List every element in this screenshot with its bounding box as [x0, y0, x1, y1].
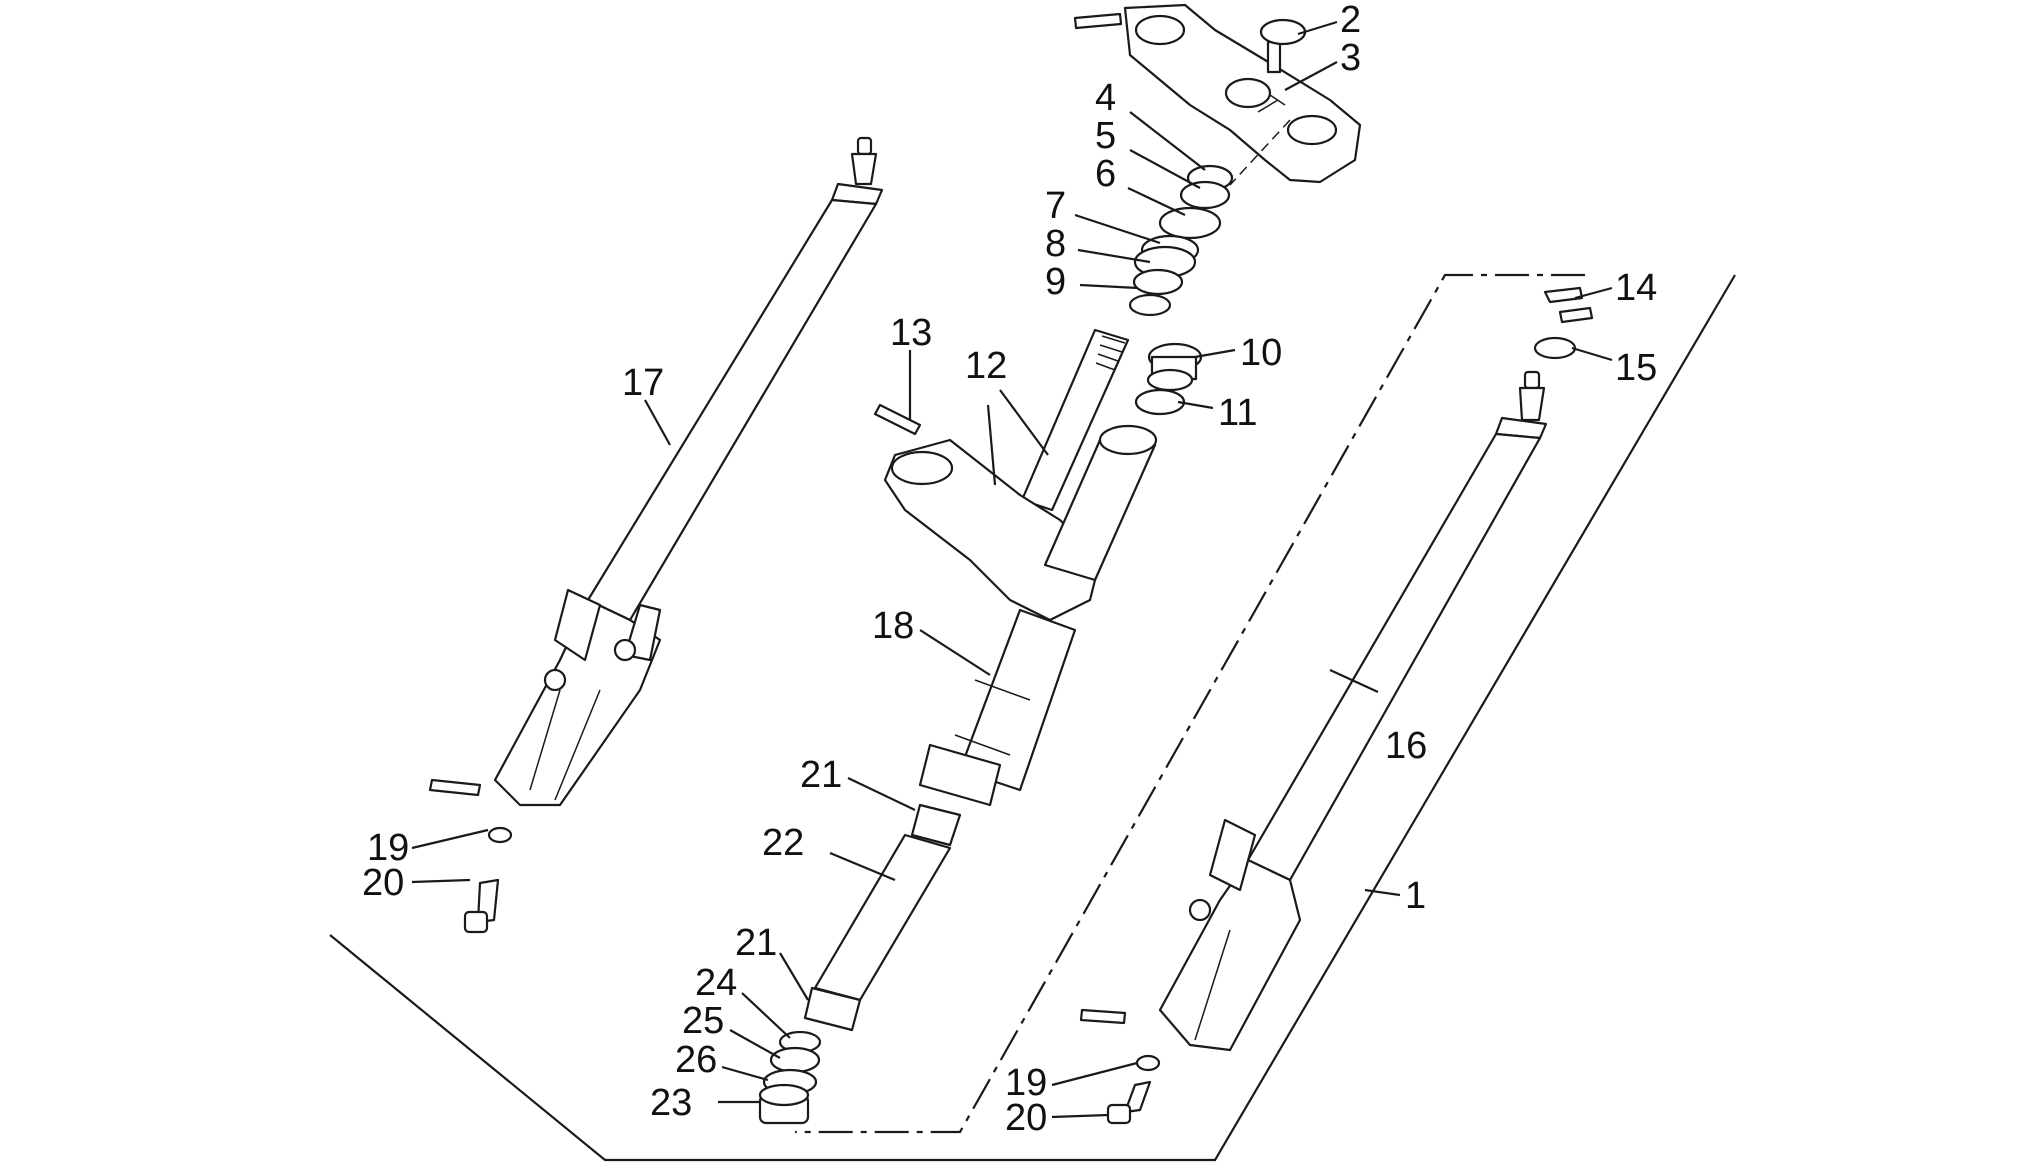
callout-17: 17: [622, 362, 664, 404]
callout-24: 24: [695, 962, 737, 1004]
callout-19-right: 19: [1005, 1062, 1047, 1104]
assembly-bracket-outline: [329, 273, 1736, 1162]
leader-lines: [411, 20, 1613, 1119]
callout-26: 26: [675, 1039, 717, 1081]
lower-stem-parts: [758, 803, 962, 1125]
callout-1: 1: [1405, 875, 1426, 917]
callout-19-left: 19: [367, 827, 409, 869]
callout-2: 2: [1340, 0, 1361, 41]
callout-7: 7: [1045, 185, 1066, 227]
callout-6: 6: [1095, 153, 1116, 195]
fork-cap-and-oring: [1134, 342, 1203, 416]
callout-15: 15: [1615, 347, 1657, 389]
callout-18: 18: [872, 605, 914, 647]
callout-16: 16: [1385, 725, 1427, 767]
callout-9: 9: [1045, 261, 1066, 303]
bearing-stack-top: [1128, 164, 1234, 317]
callout-21-lower: 21: [735, 922, 777, 964]
callout-25: 25: [682, 1000, 724, 1042]
callout-13: 13: [890, 312, 932, 354]
callout-10: 10: [1240, 332, 1282, 374]
callout-14: 14: [1615, 267, 1657, 309]
callout-4: 4: [1095, 77, 1116, 119]
bottom-yoke-and-stem: [873, 328, 1158, 807]
callout-12: 12: [965, 345, 1007, 387]
callout-11: 11: [1218, 392, 1257, 434]
callout-labels: 1 2 3 4 5 6 7 8 9 10 11 12 13 14 15 16 1…: [362, 0, 1657, 1139]
left-fork-leg: [428, 136, 884, 934]
callout-5: 5: [1095, 115, 1116, 157]
callout-23: 23: [650, 1082, 692, 1124]
callout-20-right: 20: [1005, 1097, 1047, 1139]
callout-21-upper: 21: [800, 754, 842, 796]
top-yoke: [1073, 3, 1362, 186]
callout-8: 8: [1045, 223, 1066, 265]
callout-20-left: 20: [362, 862, 404, 904]
callout-22: 22: [762, 822, 804, 864]
callout-3: 3: [1340, 37, 1361, 79]
right-fork-leg: [1079, 286, 1594, 1125]
